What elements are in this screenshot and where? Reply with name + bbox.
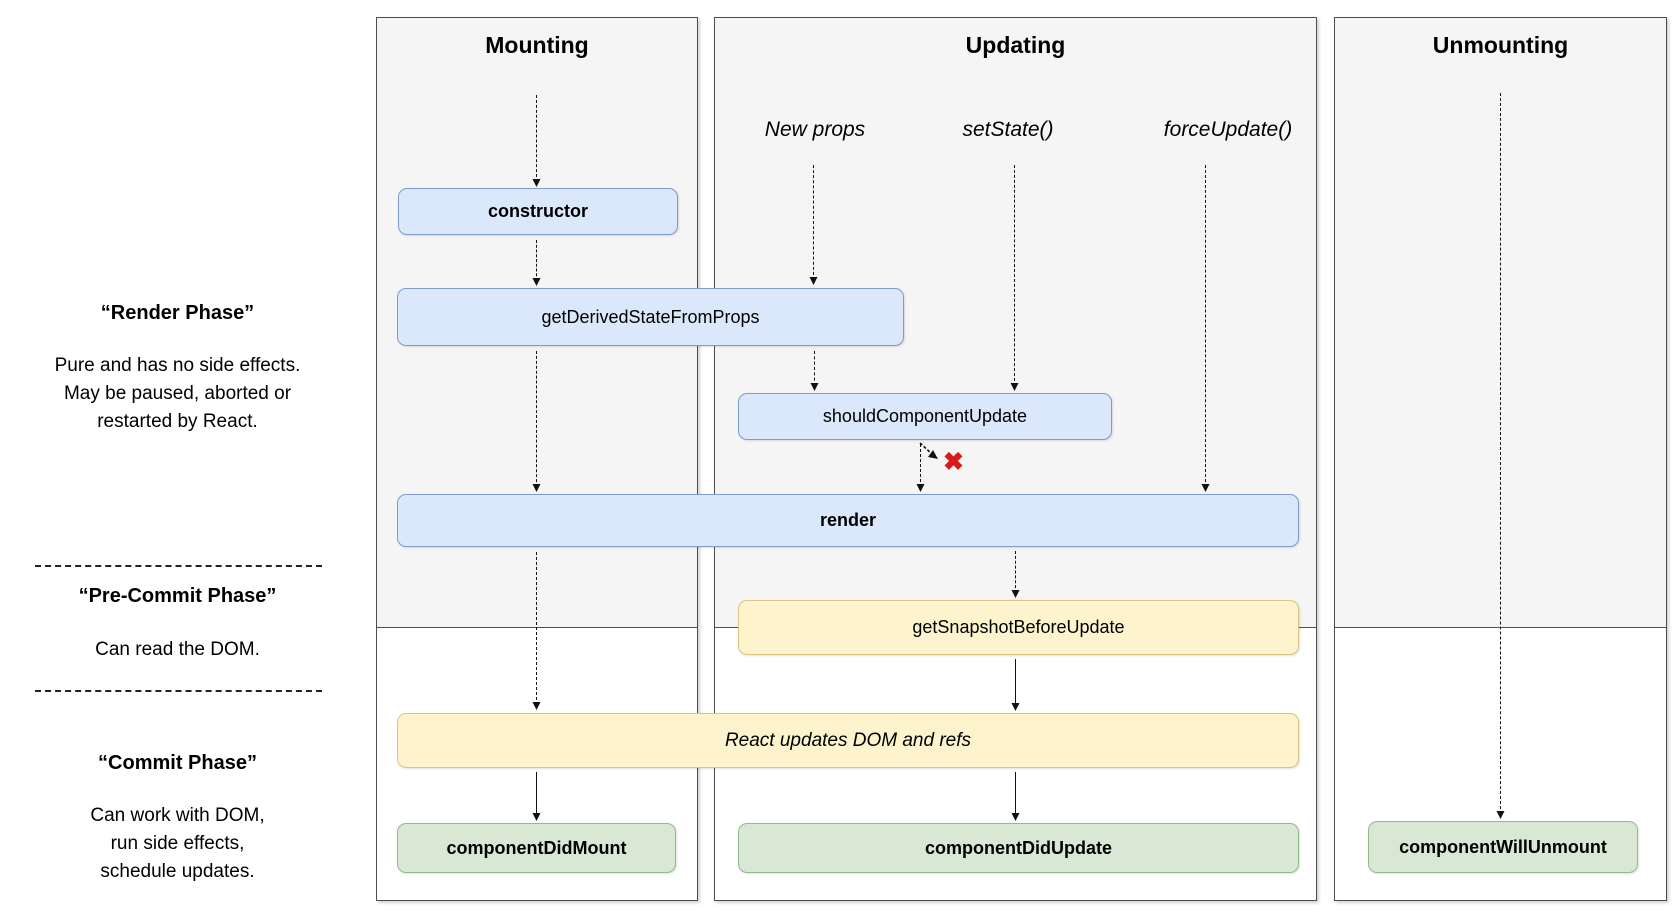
render-phase-title-bold: “Render Phase”	[100, 302, 255, 324]
commit-phase-description: Can work with DOM, run side effects, sch…	[90, 805, 265, 882]
arrow-scu-returns-false	[919, 442, 938, 459]
node-constructor: constructor	[398, 188, 678, 235]
mounting-column-title: Mounting	[485, 32, 589, 58]
trigger-set-state: setState()	[962, 118, 1054, 141]
arrow-mounting-start-to-constructor	[532, 95, 541, 187]
node-should-component-update: shouldComponentUpdate	[738, 393, 1112, 440]
node-component-will-unmount: componentWillUnmount	[1368, 821, 1638, 873]
arrow-force-update-to-render	[1201, 165, 1210, 492]
arrow-set-state-to-scu	[1010, 165, 1019, 391]
arrow-gsbu-to-dom-update	[1011, 659, 1020, 711]
updating-column: Updating	[714, 17, 1317, 901]
arrow-render-to-dom-update-mounting	[532, 552, 541, 710]
phase-divider-top	[35, 565, 322, 567]
node-react-updates-dom: React updates DOM and refs	[397, 713, 1299, 768]
pre-commit-phase-description: Can read the DOM.	[95, 639, 260, 660]
phase-divider-bottom	[35, 690, 322, 692]
updating-column-title: Updating	[965, 32, 1066, 58]
arrow-dom-update-to-did-update	[1011, 772, 1020, 821]
unmounting-column-title: Unmounting	[1432, 32, 1569, 58]
arrow-gdsfp-to-scu	[810, 351, 819, 391]
arrow-gdsfp-to-render-mounting	[532, 351, 541, 492]
trigger-force-update: forceUpdate()	[1163, 118, 1293, 141]
trigger-new-props: New props	[764, 118, 866, 141]
node-get-derived-state-from-props: getDerivedStateFromProps	[397, 288, 904, 346]
arrow-constructor-to-gdsfp	[532, 240, 541, 286]
no-update-cross-icon: ✖	[943, 448, 964, 476]
arrow-dom-update-to-did-mount	[532, 772, 541, 821]
render-phase-description: Pure and has no side effects. May be pau…	[54, 355, 301, 432]
arrow-unmounting-to-will-unmount	[1496, 93, 1505, 819]
pre-commit-phase-title: “Pre-Commit Phase”	[78, 585, 277, 607]
commit-phase-title: “Commit Phase”	[98, 752, 257, 774]
arrow-new-props-to-gdsfp	[809, 165, 818, 285]
node-component-did-update: componentDidUpdate	[738, 823, 1299, 873]
node-get-snapshot-before-update: getSnapshotBeforeUpdate	[738, 600, 1299, 655]
node-component-did-mount: componentDidMount	[397, 823, 676, 873]
arrow-render-to-gsbu	[1011, 551, 1020, 598]
node-render: render	[397, 494, 1299, 547]
